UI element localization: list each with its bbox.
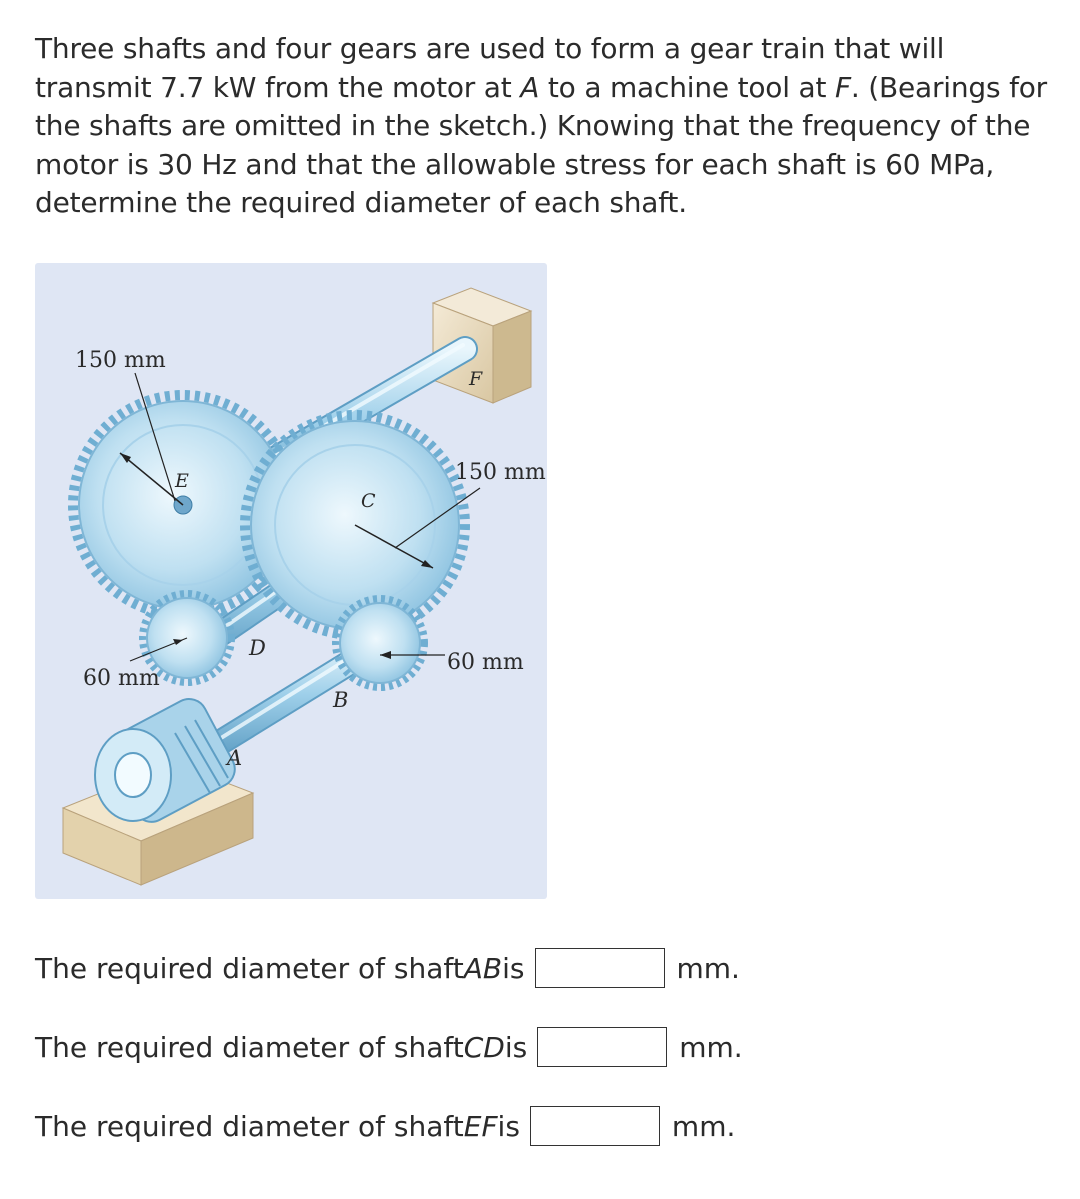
unit-label: mm. [679, 1030, 743, 1064]
point-a-label: A [520, 70, 540, 104]
problem-text-1: Three shafts and four gears are used to … [35, 32, 945, 104]
point-b-label: B [332, 688, 348, 712]
point-d-label: D [248, 636, 266, 660]
gear-train-figure: 150 mm 150 mm 60 mm 60 mm E C D B A F [35, 263, 547, 899]
problem-text-2: to a machine tool at [539, 70, 835, 104]
answer-prefix: The required diameter of shaft [35, 1109, 464, 1143]
dim-label-gear-d: 60 mm [83, 666, 160, 691]
point-f-label: F [834, 70, 851, 104]
gear-d [129, 590, 235, 686]
problem-statement: Three shafts and four gears are used to … [35, 30, 1060, 223]
answer-prefix: The required diameter of shaft [35, 951, 464, 985]
answer-row-cd: The required diameter of shaft CD is mm. [35, 1027, 743, 1067]
answer-row-ab: The required diameter of shaft AB is mm. [35, 948, 740, 988]
answer-suffix: is [497, 1109, 520, 1143]
problem-text-3: . (Bearings for the shafts are omitted i… [35, 70, 1047, 220]
point-f-figure-label: F [468, 368, 483, 390]
gear-train-illustration: 150 mm 150 mm 60 mm 60 mm E C D B A F [61, 287, 546, 886]
point-a-figure-label: A [225, 746, 242, 770]
shaft-name: EF [463, 1109, 498, 1143]
diameter-ef-input[interactable] [529, 1106, 660, 1146]
point-e-label: E [174, 470, 189, 492]
dim-label-gear-e: 150 mm [75, 348, 166, 373]
answer-prefix: The required diameter of shaft [35, 1030, 464, 1064]
answer-suffix: is [504, 1030, 528, 1064]
answer-suffix: is [502, 951, 525, 985]
point-c-label: C [361, 490, 376, 512]
shaft-name: CD [463, 1030, 505, 1064]
motor-a [94, 698, 236, 823]
unit-label: mm. [671, 1109, 736, 1143]
unit-label: mm. [676, 951, 740, 985]
answer-row-ef: The required diameter of shaft EF is mm. [35, 1106, 735, 1146]
diameter-cd-input[interactable] [537, 1027, 668, 1067]
dim-label-gear-c: 150 mm [455, 460, 546, 485]
diameter-ab-input[interactable] [534, 948, 665, 988]
shaft-name: AB [463, 951, 503, 985]
dim-label-gear-b: 60 mm [447, 650, 524, 675]
gear-b [332, 595, 445, 691]
